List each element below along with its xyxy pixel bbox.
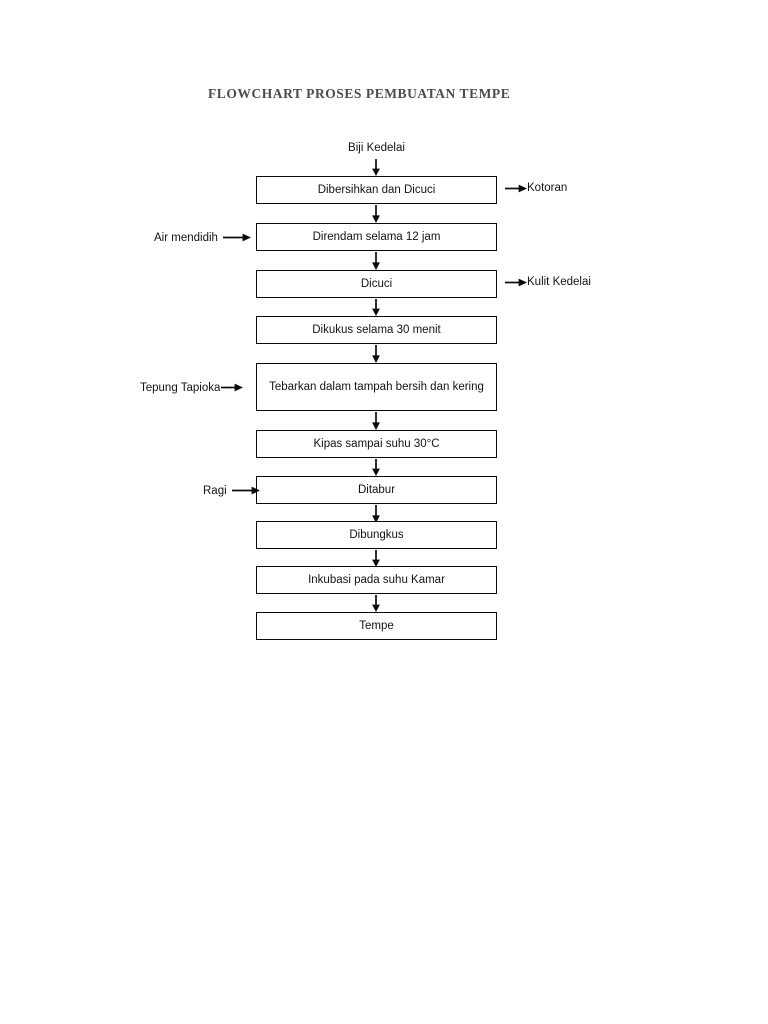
flow-node-label: Tempe xyxy=(359,619,394,632)
flow-node-tempe[interactable]: Tempe xyxy=(256,612,497,640)
connector-arrow-n3-to-n4 xyxy=(369,299,383,316)
connector-arrow-n7-to-n8 xyxy=(369,505,383,523)
flow-input-label: Ragi xyxy=(203,484,227,497)
flow-node-label: Dibersihkan dan Dicuci xyxy=(317,183,436,196)
flow-input-air-mendidih: Air mendidih xyxy=(154,229,251,246)
flow-input-label: Air mendidih xyxy=(154,231,218,244)
connector-arrow-n6-to-n7 xyxy=(369,459,383,476)
flow-node-dibungkus[interactable]: Dibungkus xyxy=(256,521,497,549)
connector-arrow-n9-to-n10 xyxy=(369,595,383,612)
connector-arrow-n8-to-n9 xyxy=(369,550,383,567)
right-arrow-icon xyxy=(222,233,251,242)
right-arrow-icon xyxy=(221,383,244,392)
flow-node-label: Dicuci xyxy=(360,277,393,290)
flow-node-kipas-sampai-suhu[interactable]: Kipas sampai suhu 30°C xyxy=(256,430,497,458)
right-arrow-icon xyxy=(505,278,527,286)
connector-arrow-start-to-n1 xyxy=(369,159,383,176)
flow-node-ditabur[interactable]: Ditabur xyxy=(256,476,497,504)
flow-node-dikukus-selama-30-menit[interactable]: Dikukus selama 30 menit xyxy=(256,316,497,344)
right-arrow-icon xyxy=(505,184,527,192)
flow-node-dibersihkan-dan-dicuci[interactable]: Dibersihkan dan Dicuci xyxy=(256,176,497,204)
connector-arrow-n4-to-n5 xyxy=(369,345,383,363)
flow-output-label: Kotoran xyxy=(527,182,568,194)
flow-output-kulit-kedelai: Kulit Kedelai xyxy=(505,276,591,288)
flow-node-label: Tebarkan dalam tampah bersih dan kering xyxy=(269,380,484,393)
connector-arrow-n1-to-n2 xyxy=(369,205,383,223)
flow-node-dicuci[interactable]: Dicuci xyxy=(256,270,497,298)
flow-node-inkubasi-pada-suhu-kamar[interactable]: Inkubasi pada suhu Kamar xyxy=(256,566,497,594)
flow-output-kotoran: Kotoran xyxy=(505,182,567,194)
flow-node-label: Direndam selama 12 jam xyxy=(312,230,441,243)
right-arrow-icon xyxy=(231,486,260,495)
flow-input-tepung-tapioka: Tepung Tapioka xyxy=(140,379,244,396)
flow-input-label: Tepung Tapioka xyxy=(140,381,221,394)
flow-node-label: Inkubasi pada suhu Kamar xyxy=(308,573,445,586)
connector-arrow-n5-to-n6 xyxy=(369,412,383,430)
connector-arrow-n2-to-n3 xyxy=(369,252,383,270)
page-title: FLOWCHART PROSES PEMBUATAN TEMPE xyxy=(208,86,511,101)
flow-node-label: Dibungkus xyxy=(349,528,404,541)
flow-node-label: Kipas sampai suhu 30°C xyxy=(313,437,440,450)
flow-input-ragi: Ragi xyxy=(203,482,260,499)
flow-node-label: Dikukus selama 30 menit xyxy=(312,323,441,336)
flow-output-label: Kulit Kedelai xyxy=(527,276,591,288)
flow-node-tebarkan-dalam-tampah[interactable]: Tebarkan dalam tampah bersih dan kering xyxy=(256,363,497,411)
flow-node-label: Ditabur xyxy=(357,483,396,496)
flow-start-label: Biji Kedelai xyxy=(348,142,405,154)
flow-node-direndam-selama-12-jam[interactable]: Direndam selama 12 jam xyxy=(256,223,497,251)
